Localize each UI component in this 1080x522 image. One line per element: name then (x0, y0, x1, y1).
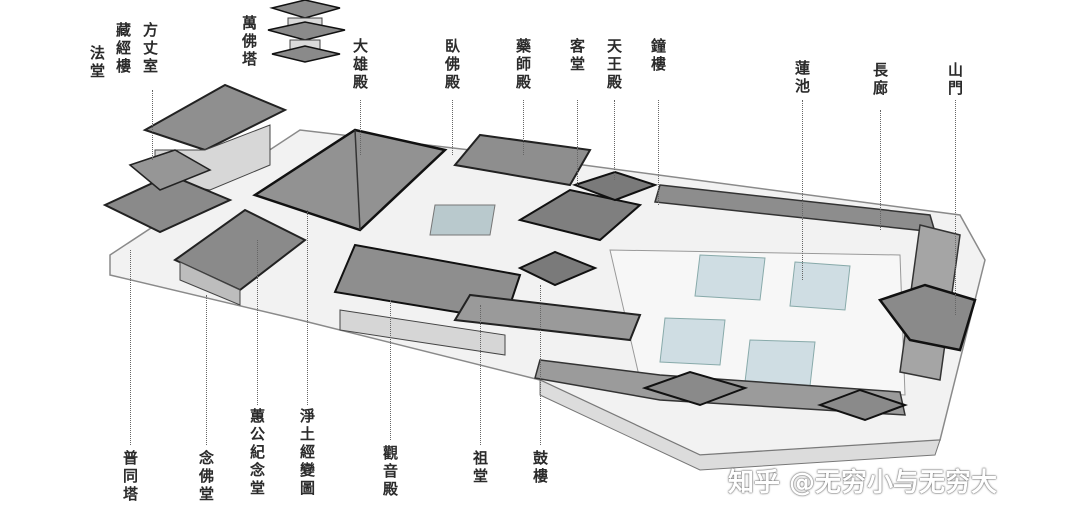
label-yaoshi: 藥師殿 (514, 38, 532, 92)
leader-line (360, 100, 361, 155)
building-guanyin-wall (339, 309, 506, 356)
leader-line (480, 305, 481, 445)
building-fatang-roof (102, 173, 233, 234)
label-putong: 普同塔 (121, 450, 139, 504)
label-changlang: 長廊 (871, 62, 889, 98)
label-fangzhang: 方丈室 (141, 22, 159, 76)
lotus-pond-2 (789, 261, 851, 311)
label-daxiong: 大雄殿 (351, 38, 369, 92)
label-zutang: 祖堂 (471, 450, 489, 486)
building-zutang-roof (453, 293, 642, 342)
building-daxiong-roof (252, 128, 448, 232)
leader-line (880, 110, 881, 230)
leader-line (130, 250, 131, 445)
leader-line (955, 100, 956, 315)
leader-line (307, 210, 308, 405)
leader-line (390, 300, 391, 440)
building-nianfo-wall (179, 261, 241, 306)
leader-line (523, 100, 524, 155)
leader-line (452, 100, 453, 155)
leader-line (152, 90, 153, 160)
building-gulou-roof (517, 250, 598, 287)
label-ketang: 客堂 (568, 38, 586, 74)
label-cangjing: 藏經樓 (114, 22, 132, 76)
wanfo-pagoda (267, 0, 346, 63)
building-shanmen-roof (877, 283, 977, 352)
leader-line (658, 100, 659, 205)
building-yaoshi-roof (453, 133, 592, 187)
lotus-pond-3 (659, 317, 726, 366)
label-zhonglou: 鐘樓 (649, 38, 667, 74)
building-putong-roof (128, 149, 212, 191)
leader-line (802, 100, 803, 280)
label-wanfo: 萬佛塔 (240, 15, 258, 69)
watermark: 知乎 @无穷小与无穷大 (728, 468, 998, 498)
label-nianfo: 念佛堂 (197, 450, 215, 504)
label-gulou: 鼓樓 (531, 450, 549, 486)
lotus-pond-1 (694, 254, 766, 301)
inner-pond (429, 204, 496, 236)
building-front-gate-roof (641, 370, 749, 407)
building-corner-roof (817, 388, 908, 422)
label-lianchi: 蓮池 (793, 60, 811, 96)
label-gong: 蕙公紀念堂 (248, 408, 266, 498)
label-fatang: 法堂 (88, 45, 106, 81)
building-tianwang-roof (517, 188, 643, 242)
lotus-pond-4 (744, 339, 816, 387)
building-zhonglou-roof (571, 170, 659, 202)
leader-line (206, 295, 207, 445)
label-jingtu: 淨土經變圖 (298, 408, 316, 498)
leader-line (257, 240, 258, 405)
label-wofo: 臥佛殿 (443, 38, 461, 92)
leader-line (577, 100, 578, 185)
label-tianwang: 天王殿 (605, 38, 623, 92)
label-guanyin: 觀音殿 (381, 445, 399, 499)
leader-line (540, 285, 541, 445)
label-shanmen: 山門 (946, 62, 964, 98)
leader-line (614, 100, 615, 180)
building-cangjing-roof (142, 83, 288, 152)
